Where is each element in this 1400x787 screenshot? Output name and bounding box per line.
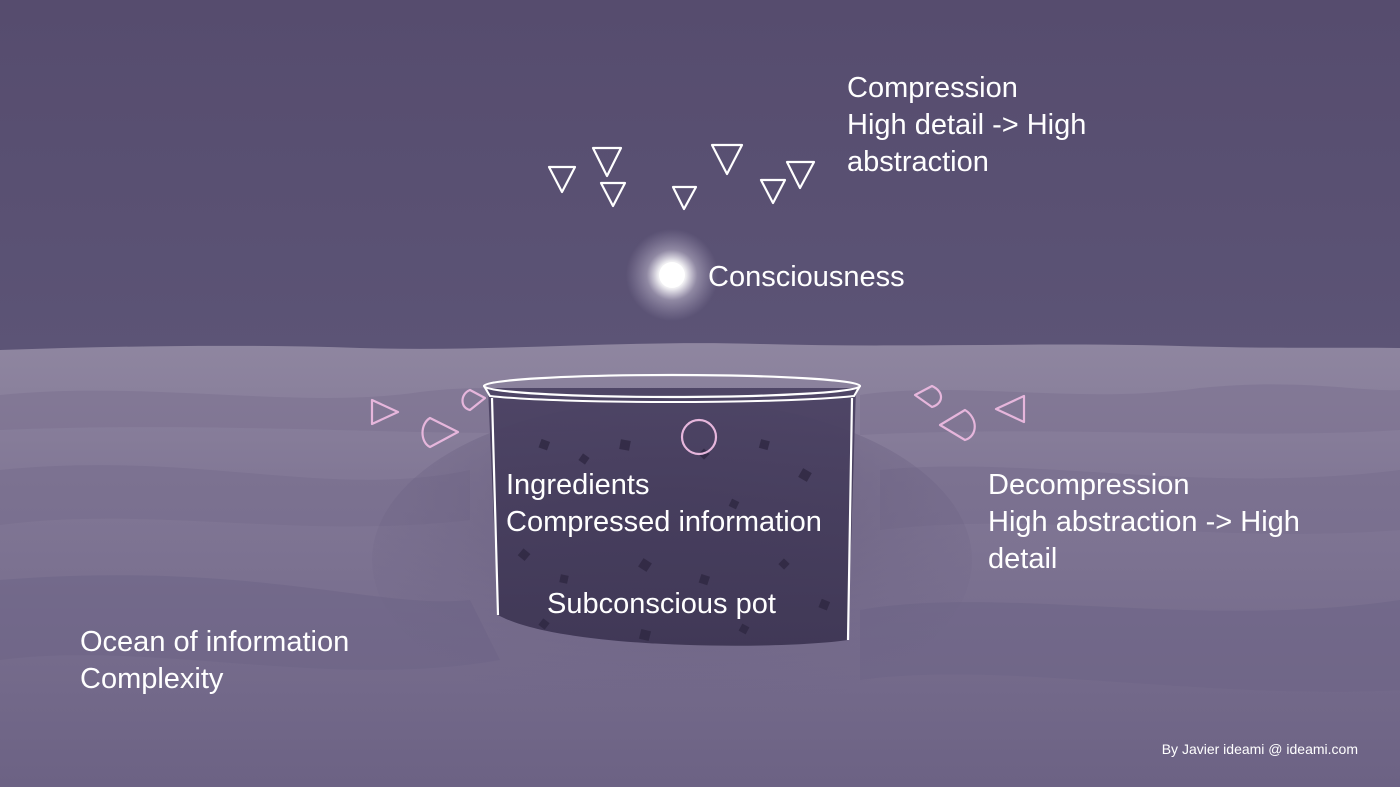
pot-circle-icon — [680, 418, 718, 456]
cone-icon — [421, 416, 460, 449]
decompression-line-3: detail — [988, 543, 1058, 575]
decompression-line-2: High abstraction -> High — [988, 506, 1300, 538]
author-credit: By Javier ideami @ ideami.com — [1161, 741, 1358, 757]
dune-shade — [880, 466, 1400, 534]
triangle-icon — [591, 146, 623, 178]
pot-ingredients-text: Ingredients — [506, 469, 650, 501]
cone-icon — [994, 394, 1026, 424]
cone-icon — [938, 408, 976, 442]
consciousness-orb — [659, 262, 685, 288]
pot-compressed-text: Compressed information — [506, 506, 822, 538]
dune-shade — [860, 600, 1400, 692]
compression-line-3: abstraction — [847, 146, 989, 178]
compression-title: Compression — [847, 72, 1018, 104]
pot-body — [488, 388, 856, 646]
pot-particles — [517, 438, 831, 642]
compression-shapes — [547, 143, 816, 211]
pot-outline — [490, 397, 854, 641]
cone-icon — [461, 388, 487, 412]
dune-shade — [0, 465, 470, 527]
triangle-icon — [547, 165, 577, 194]
cone-icon — [913, 384, 943, 409]
dune-shade — [860, 384, 1400, 435]
triangle-icon — [710, 143, 744, 176]
dune-shade — [0, 388, 600, 433]
ocean-label: Ocean of information Complexity — [80, 624, 349, 698]
compression-label: Compression High detail -> High abstract… — [847, 70, 1086, 181]
ocean-line-2: Complexity — [80, 663, 224, 695]
triangle-icon — [785, 160, 816, 190]
compression-line-2: High detail -> High — [847, 109, 1087, 141]
triangle-icon — [759, 178, 787, 205]
cone-icon — [370, 398, 400, 426]
subconscious-pot-label: Subconscious pot — [547, 588, 776, 620]
decompression-title: Decompression — [988, 469, 1190, 501]
pot-rim-lip — [483, 385, 861, 403]
pot-contents-label: Ingredients Compressed information — [506, 467, 822, 541]
triangle-icon — [599, 181, 627, 208]
consciousness-label: Consciousness — [708, 261, 905, 293]
triangle-icon — [671, 185, 698, 211]
decompression-label: Decompression High abstraction -> High d… — [988, 467, 1300, 578]
ocean-line-1: Ocean of information — [80, 626, 350, 658]
flow-shapes — [370, 384, 1026, 449]
dune-shade — [0, 575, 500, 670]
